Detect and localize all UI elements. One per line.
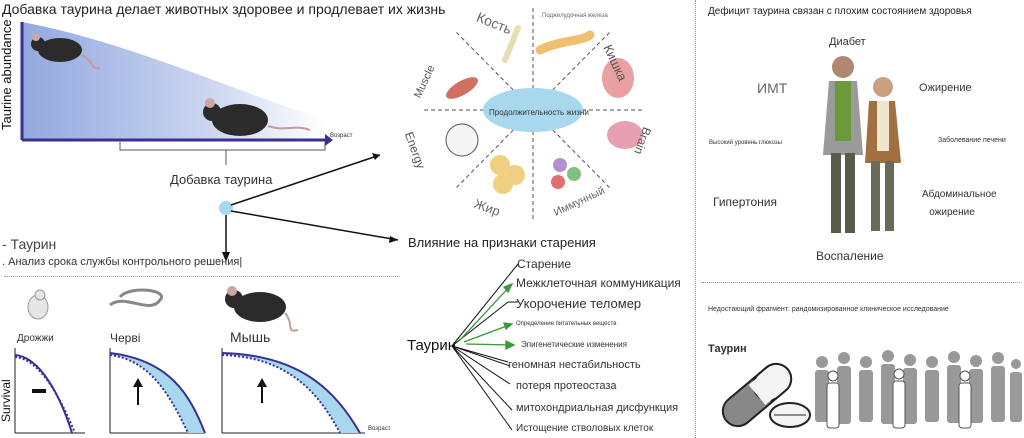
- abundance-figure: [20, 22, 399, 262]
- label-obesity: Ожирение: [919, 82, 972, 94]
- brain-icon: [607, 121, 643, 149]
- x-axis-label: Возраст: [330, 133, 353, 139]
- label-diabetes: Диабет: [829, 36, 866, 48]
- label-liver: Заболевание печени: [938, 137, 1006, 144]
- hallmark-3: Определение питательных веществ: [516, 321, 617, 327]
- survival-figure: [14, 286, 365, 434]
- label-inflammation: Воспаление: [816, 249, 884, 263]
- supplement-dot: [219, 201, 233, 215]
- hallmark-1: Межклеточная коммуникация: [516, 276, 681, 290]
- aging-title: Влияние на признаки старения: [408, 235, 596, 250]
- survival-plot-mouse: [221, 348, 365, 434]
- lifespan-subtitle: . Анализ срока службы контрольного решен…: [2, 256, 243, 268]
- organism-mouse: Мышь: [230, 329, 271, 345]
- y-axis-label: Taurine abundance: [0, 19, 14, 130]
- aging-root: Таурин: [407, 337, 456, 354]
- immune-icon: [551, 158, 581, 189]
- segment-pancreas: Поджелудочная железа: [542, 13, 608, 19]
- label-bmi: ИМТ: [757, 80, 788, 96]
- hallmark-7: митохондриальная дисфункция: [516, 402, 679, 414]
- label-abdominal: Абдоминальное ожирение: [922, 189, 997, 218]
- yeast-icon: [27, 289, 49, 320]
- mouse-young-icon: [31, 33, 101, 70]
- survival-x-axis-label: Возраст: [368, 426, 391, 432]
- pancreas-icon: [535, 30, 595, 55]
- crowd-icon: [815, 350, 1022, 429]
- wheel-center-label: Продолжительность жизни: [489, 108, 589, 117]
- hallmark-0: Старение: [517, 257, 572, 271]
- pill-icon: [721, 362, 811, 428]
- label-glucose: Высокий уровень глюкозы: [709, 140, 782, 146]
- divider-line: [4, 276, 400, 277]
- muscle-icon: [446, 77, 478, 99]
- supplement-label: Добавка таурина: [170, 172, 273, 187]
- mouse-icon: [225, 286, 299, 332]
- label-hypertension: Гипертония: [713, 195, 777, 209]
- lifespan-title: - Таурин: [2, 236, 57, 252]
- panel-divider: [695, 0, 696, 438]
- worm-icon: [109, 288, 164, 307]
- hallmarks-tree: [451, 263, 519, 431]
- mouse-old-icon: [203, 98, 311, 136]
- couple-icon: [823, 56, 901, 233]
- survival-plot-yeast: [14, 348, 85, 434]
- title-main: Добавка таурина делает животных здоровее…: [2, 1, 446, 17]
- hallmark-4: Эпигенетические изменения: [521, 340, 627, 349]
- divider-right: [702, 282, 1020, 283]
- trial-title: Недостающий фрагмент: рандомизированное …: [708, 306, 949, 313]
- lifespan-wheel: [422, 5, 645, 220]
- survival-axis-label: Survival: [0, 379, 13, 422]
- fat-icon: [490, 155, 525, 194]
- wheel-center: [483, 88, 583, 132]
- survival-plot-worm: [109, 348, 206, 434]
- hallmark-6: потеря протеостаза: [516, 380, 617, 392]
- deficiency-title: Дефицит таурина связан с плохим состояни…: [708, 6, 972, 17]
- organism-yeast: Дрожжи: [17, 333, 54, 344]
- organism-worm: Черві: [110, 331, 141, 345]
- energy-icon: [445, 123, 479, 157]
- hallmark-8: Истощение стволовых клеток: [516, 423, 654, 434]
- gut-icon: [602, 58, 634, 98]
- bone-icon: [502, 25, 521, 63]
- hallmark-2: Укорочение теломер: [516, 296, 642, 311]
- trial-drug: Таурин: [708, 343, 747, 355]
- hallmark-5: геномная нестабильность: [508, 359, 641, 371]
